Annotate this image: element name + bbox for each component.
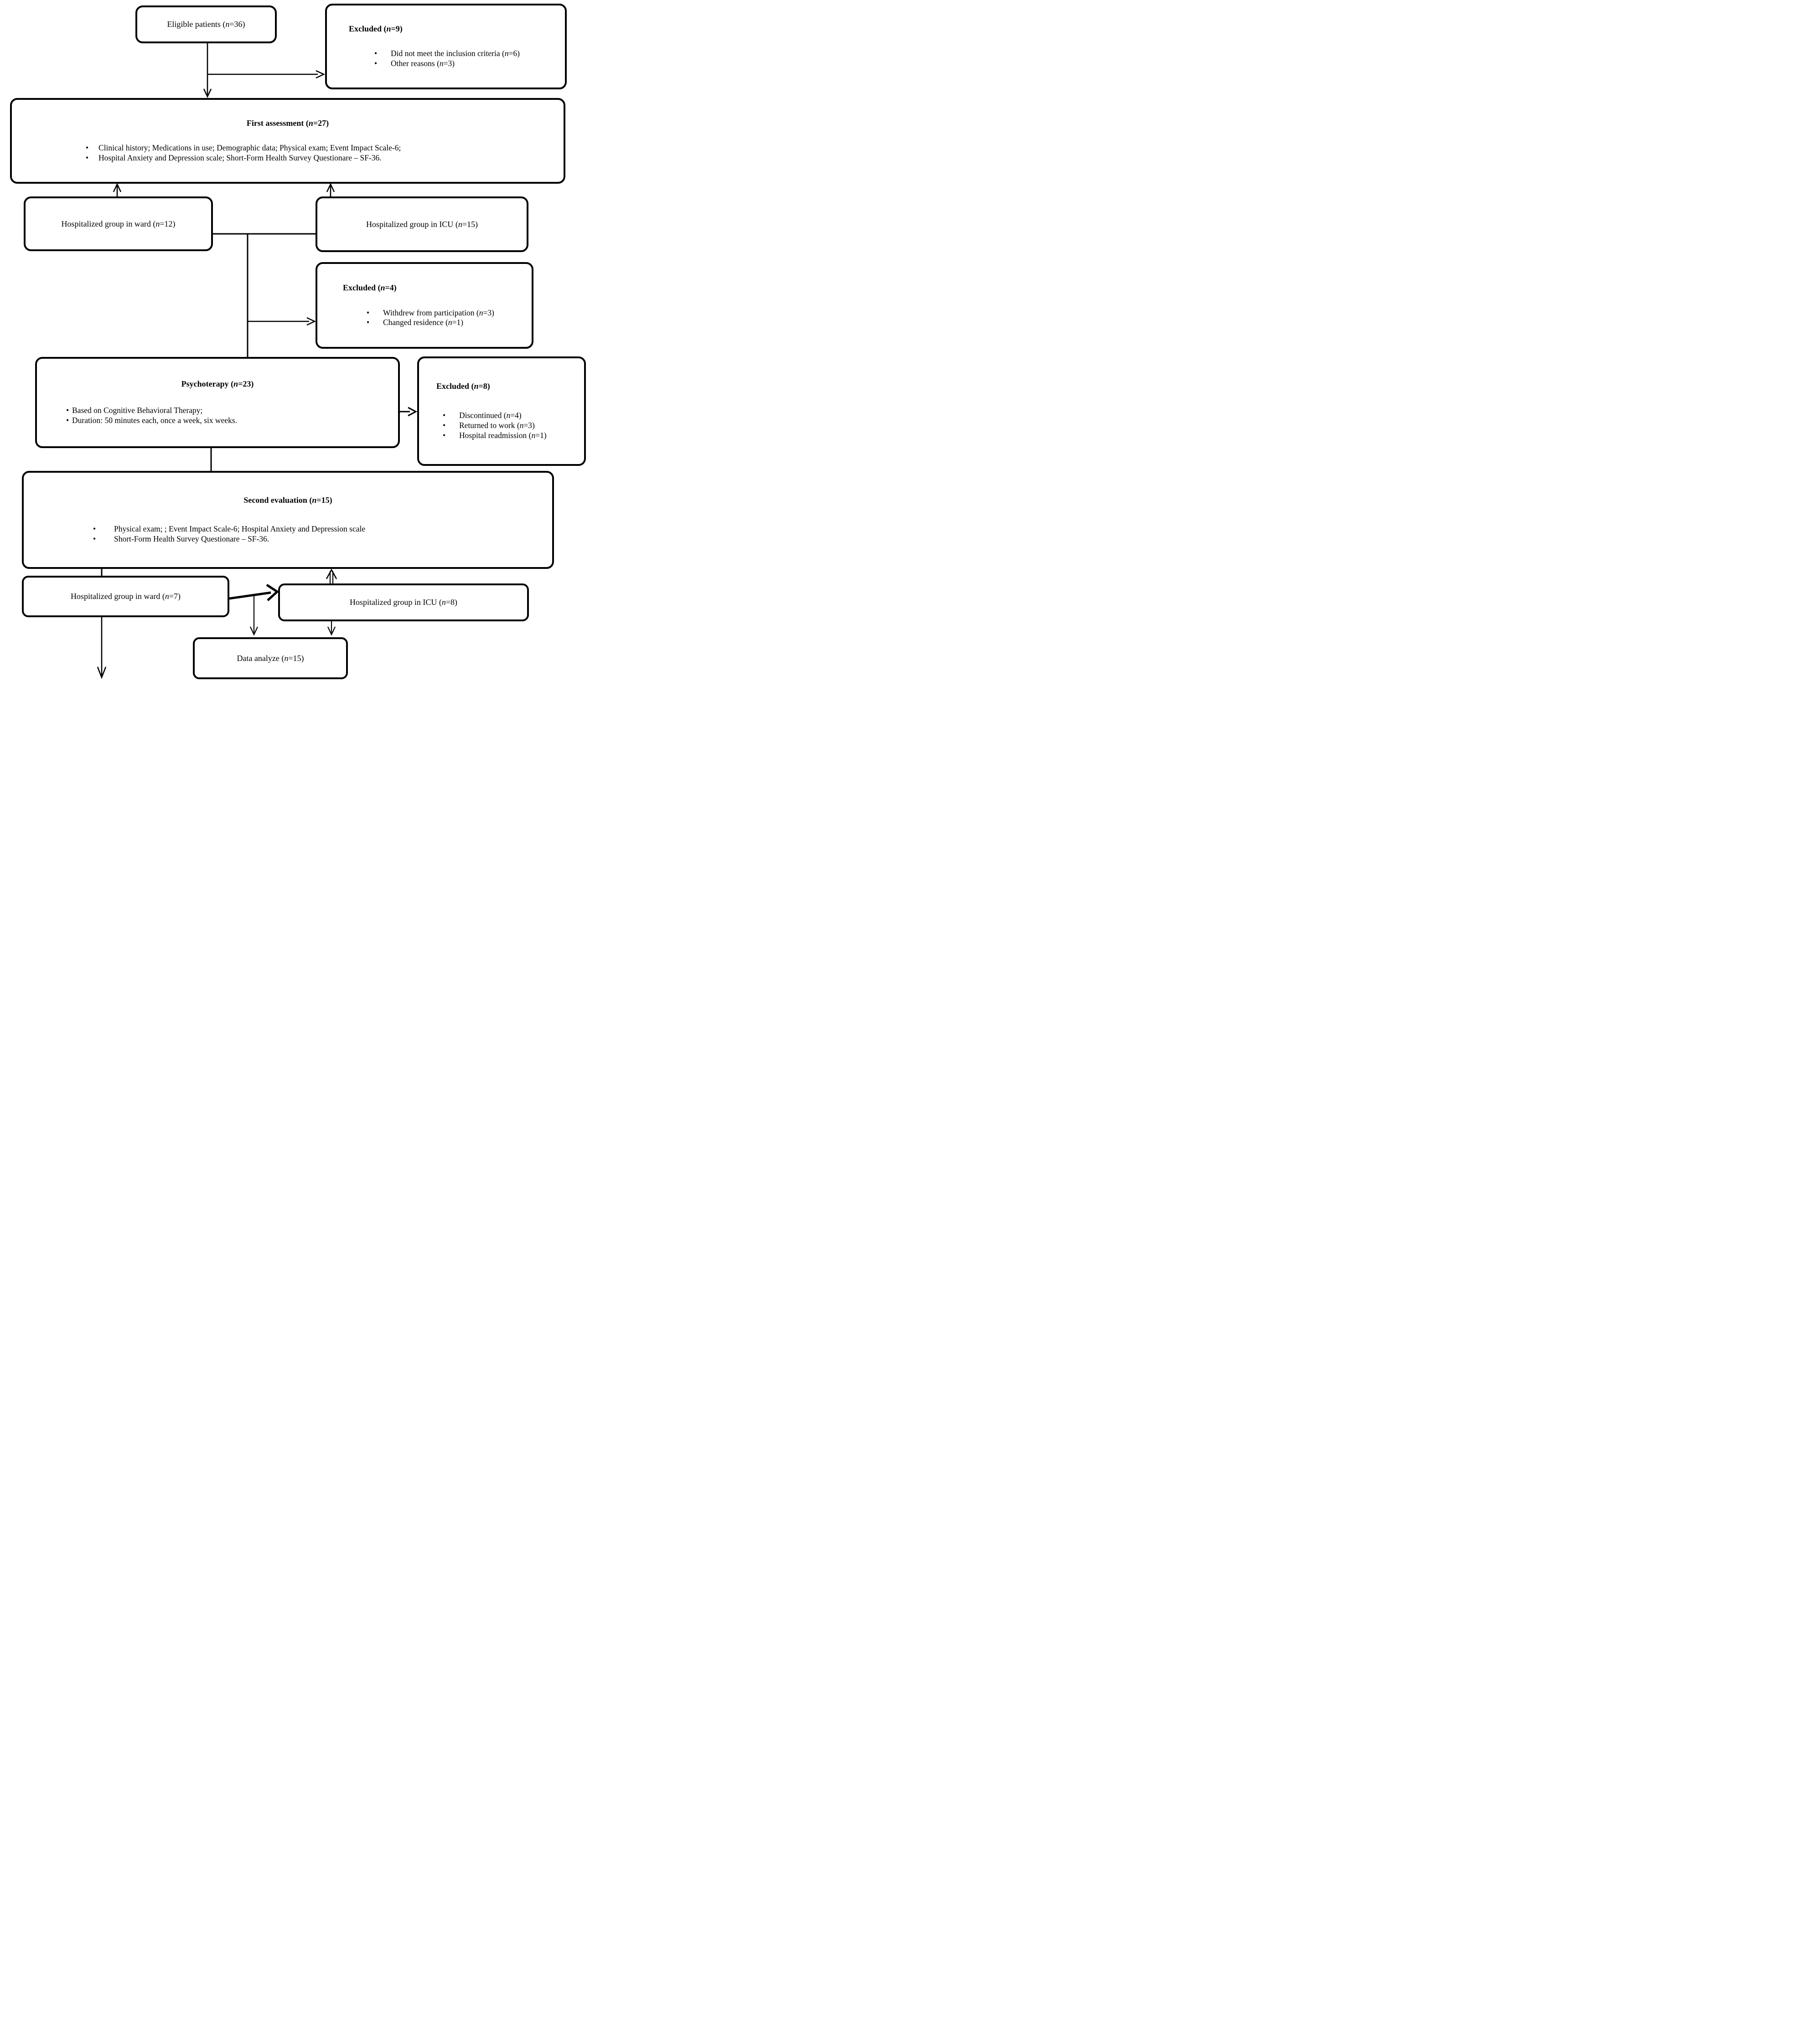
arrow-psychotherapy-to-excluded8 [400, 407, 418, 417]
bullet-item: Changed residence (n=1) [367, 318, 526, 328]
psychotherapy-bullets: Based on Cognitive Behavioral Therapy; D… [42, 406, 393, 426]
eligible-patients-label: Eligible patients (n=36) [167, 20, 245, 29]
bullet-text: Withdrew from participation (n=3) [383, 308, 494, 317]
bullet-text: Duration: 50 minutes each, once a week, … [72, 416, 238, 425]
bullet-item: Short-Form Health Survey Questionare – S… [93, 534, 547, 544]
arrow-ward12-to-first-assessment [113, 182, 122, 196]
arrow-ward7-to-icu8 [229, 583, 279, 601]
icu-group-15-box: Hospitalized group in ICU (n=15) [316, 196, 528, 252]
eligible-patients-box: Eligible patients (n=36) [135, 5, 277, 43]
arrow-eligible-to-first-assessment [203, 43, 212, 98]
arrow-icu8-to-second-evaluation [326, 568, 337, 584]
excluded-8-title: Excluded (n=8) [436, 382, 490, 391]
bullet-item: Clinical history; Medications in use; De… [86, 143, 558, 153]
ward-group-12-label: Hospitalized group in ward (n=12) [61, 219, 176, 228]
connector-ward12-icu15-junction [213, 233, 316, 357]
study-flow-diagram: Eligible patients (n=36) Excluded (n=9) … [0, 0, 600, 681]
arrow-ward7-down [97, 617, 107, 679]
data-analyze-box: Data analyze (n=15) [193, 637, 348, 679]
second-evaluation-box: Second evaluation (n=15) Physical exam; … [22, 471, 554, 569]
bullet-item: Based on Cognitive Behavioral Therapy; [66, 406, 393, 416]
bullet-item: Hospital Anxiety and Depression scale; S… [86, 153, 558, 163]
bullet-text: Hospital readmission (n=1) [459, 431, 547, 440]
data-analyze-label: Data analyze (n=15) [237, 653, 304, 663]
connector-layer [97, 43, 418, 679]
bullet-item: Other reasons (n=3) [374, 59, 559, 69]
bullet-text: Short-Form Health Survey Questionare – S… [114, 534, 269, 544]
bullet-text: Did not meet the inclusion criteria (n=6… [391, 49, 520, 58]
second-evaluation-bullets: Physical exam; ; Event Impact Scale-6; H… [29, 524, 547, 544]
bullet-item: Physical exam; ; Event Impact Scale-6; H… [93, 524, 547, 534]
excluded-9-box: Excluded (n=9) Did not meet the inclusio… [325, 4, 567, 89]
connector-group [97, 43, 418, 679]
icu-group-15-label: Hospitalized group in ICU (n=15) [366, 219, 478, 229]
bullet-text: Discontinued (n=4) [459, 411, 522, 420]
bullet-text: Other reasons (n=3) [391, 59, 455, 68]
bullet-item: Did not meet the inclusion criteria (n=6… [374, 49, 559, 59]
bullet-item: Returned to work (n=3) [443, 421, 579, 431]
ward-group-7-label: Hospitalized group in ward (n=7) [70, 592, 181, 601]
excluded-4-box: Excluded (n=4) Withdrew from participati… [316, 262, 533, 349]
excluded-9-title: Excluded (n=9) [349, 24, 403, 34]
bullet-text: Clinical history; Medications in use; De… [98, 143, 401, 153]
bullet-item: Withdrew from participation (n=3) [367, 308, 526, 318]
first-assessment-title: First assessment (n=27) [246, 119, 329, 128]
bullet-text: Physical exam; ; Event Impact Scale-6; H… [114, 524, 366, 534]
first-assessment-bullets: Clinical history; Medications in use; De… [17, 143, 558, 163]
bullet-text: Hospital Anxiety and Depression scale; S… [98, 153, 382, 163]
first-assessment-box: First assessment (n=27) Clinical history… [10, 98, 565, 184]
bullet-item: Discontinued (n=4) [443, 411, 579, 421]
arrow-icu8-to-data-analyze [327, 621, 336, 636]
bullet-text: Returned to work (n=3) [459, 421, 535, 430]
psychotherapy-title: Psychoterapy (n=23) [181, 379, 254, 389]
second-evaluation-title: Second evaluation (n=15) [243, 496, 332, 505]
excluded-9-bullets: Did not meet the inclusion criteria (n=6… [332, 49, 559, 69]
excluded-4-title: Excluded (n=4) [343, 283, 397, 292]
arrow-icu15-to-first-assessment [326, 182, 335, 196]
bullet-text: Based on Cognitive Behavioral Therapy; [72, 406, 203, 415]
arrow-junction-to-excluded4 [248, 317, 316, 326]
ward-group-12-box: Hospitalized group in ward (n=12) [24, 196, 213, 251]
arrow-eligible-to-excluded9 [207, 70, 326, 79]
excluded-8-box: Excluded (n=8) Discontinued (n=4) Return… [417, 356, 586, 466]
icu-group-8-box: Hospitalized group in ICU (n=8) [278, 583, 529, 621]
psychotherapy-box: Psychoterapy (n=23) Based on Cognitive B… [35, 357, 400, 448]
excluded-4-bullets: Withdrew from participation (n=3) Change… [323, 308, 526, 328]
bullet-item: Hospital readmission (n=1) [443, 431, 579, 441]
bullet-item: Duration: 50 minutes each, once a week, … [66, 416, 393, 426]
ward-group-7-box: Hospitalized group in ward (n=7) [22, 576, 229, 617]
bullet-text: Changed residence (n=1) [383, 318, 464, 327]
arrow-mid-to-data-analyze [250, 594, 258, 636]
excluded-8-bullets: Discontinued (n=4) Returned to work (n=3… [424, 411, 579, 441]
icu-group-8-label: Hospitalized group in ICU (n=8) [349, 598, 458, 607]
